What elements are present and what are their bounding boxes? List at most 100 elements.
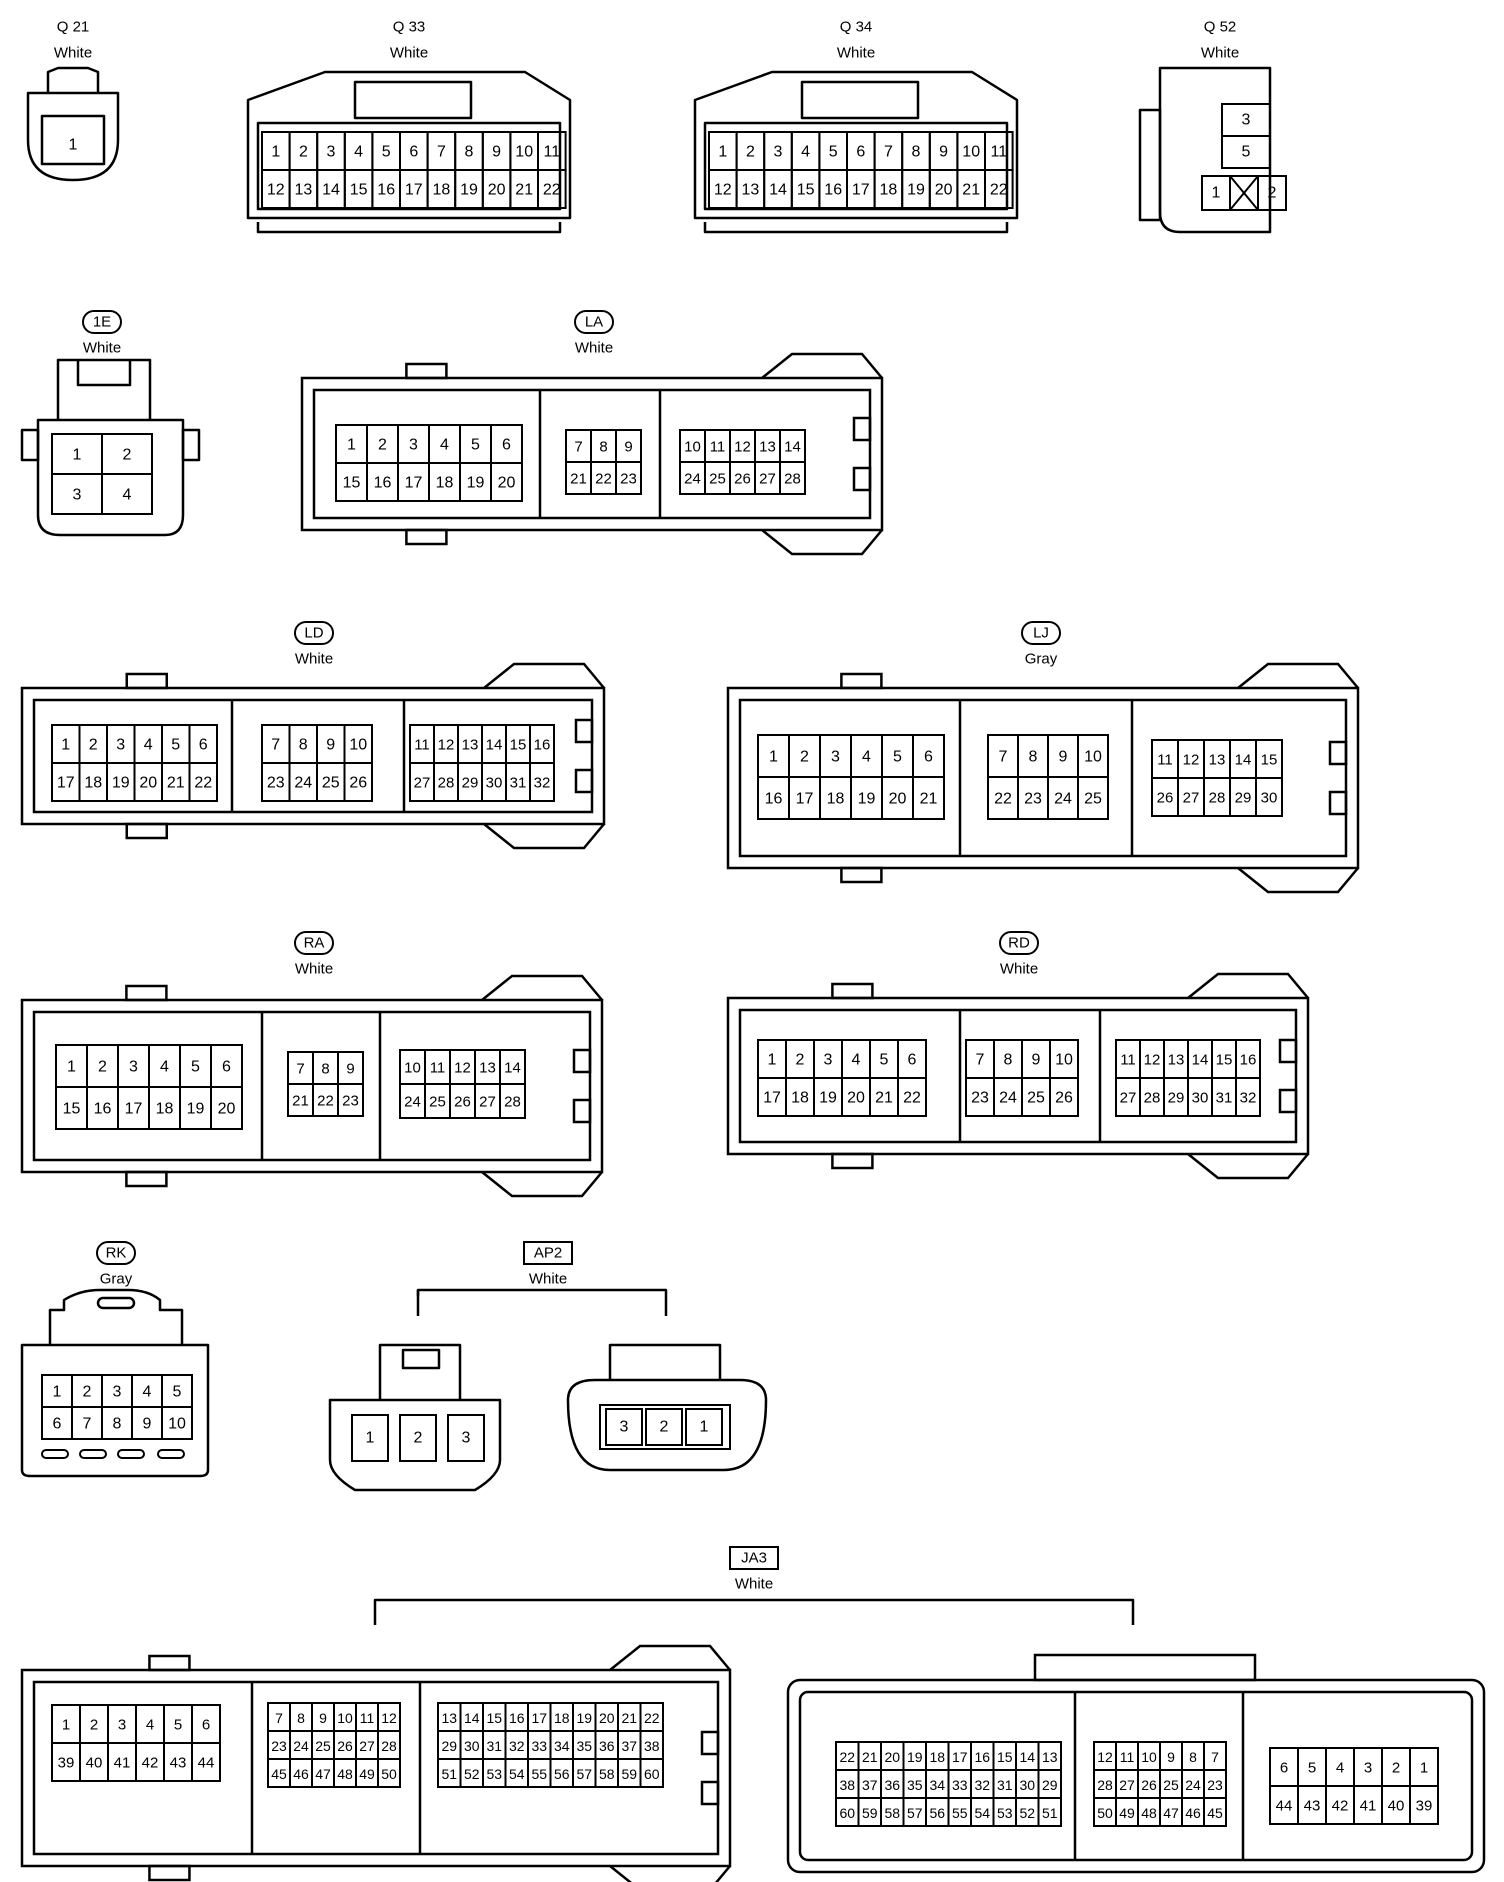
rk-housing — [20, 1288, 210, 1478]
pin-number: 15 — [1261, 752, 1278, 769]
pin-number: 1 — [347, 437, 356, 454]
pin-number: 6 — [199, 737, 208, 754]
pin-number: 23 — [271, 1738, 287, 1754]
pin-number: 47 — [315, 1766, 331, 1782]
pin-number: 59 — [862, 1805, 878, 1821]
pin-number: 8 — [297, 1710, 305, 1726]
pin-number: 30 — [1019, 1777, 1035, 1793]
pin-number: 28 — [504, 1094, 521, 1111]
lj-color-label: Gray — [1025, 651, 1058, 668]
pin-number: 5 — [471, 437, 480, 454]
pin-number: 20 — [599, 1710, 615, 1726]
pin-number: 32 — [1240, 1090, 1257, 1107]
q21-color-label: White — [54, 45, 92, 62]
pin-number: 54 — [509, 1766, 525, 1782]
pin-number: 24 — [1185, 1777, 1201, 1793]
pin-number: 29 — [1168, 1090, 1185, 1107]
pin-number: 25 — [709, 471, 726, 488]
pin-number: 10 — [515, 144, 533, 161]
ja3-code-label: JA3 — [741, 1550, 767, 1567]
pin-number: 19 — [460, 182, 478, 199]
pin-number: 34 — [554, 1738, 570, 1754]
pin-cell — [537, 169, 567, 209]
c1e-code-label: 1E — [93, 314, 111, 331]
pin-number: 3 — [1364, 1760, 1372, 1777]
pin-number: 44 — [198, 1755, 215, 1772]
pin-number: 1 — [1212, 185, 1221, 202]
pin-number: 2 — [299, 144, 308, 161]
pin-number: 13 — [759, 439, 776, 456]
lj-code-label: LJ — [1033, 625, 1049, 642]
pin-number: 1 — [67, 1059, 76, 1076]
pin-number: 5 — [1242, 144, 1251, 161]
pin-number: 12 — [381, 1710, 397, 1726]
pin-number: 7 — [83, 1416, 92, 1433]
pin-number: 27 — [479, 1094, 496, 1111]
pin-cell — [101, 473, 153, 515]
pin-number: 6 — [202, 1717, 210, 1734]
pin-number: 13 — [462, 737, 479, 754]
pin-number: 2 — [800, 749, 809, 766]
pin-number: 7 — [884, 144, 893, 161]
pin-number: 3 — [73, 487, 82, 504]
pin-number: 16 — [974, 1749, 990, 1765]
pin-number: 14 — [1019, 1749, 1035, 1765]
c1e-code-badge — [82, 310, 122, 334]
lj-housing — [726, 662, 1360, 894]
pin-number: 6 — [924, 749, 933, 766]
pin-number: 23 — [267, 775, 285, 792]
pin-number: 16 — [509, 1710, 525, 1726]
pin-number: 15 — [510, 737, 527, 754]
q34-code-label: Q 34 — [840, 19, 873, 36]
pin-cell — [337, 1083, 364, 1117]
pin-number: 1 — [69, 137, 78, 154]
pin-number: 5 — [191, 1059, 200, 1076]
pin-number: 28 — [438, 775, 455, 792]
pin-cell — [1077, 776, 1109, 820]
pin-number: 57 — [576, 1766, 592, 1782]
ra-color-label: White — [295, 961, 333, 978]
pin-number: 22 — [990, 182, 1008, 199]
pin-number: 14 — [322, 182, 340, 199]
pin-number: 1 — [61, 737, 70, 754]
pin-number: 9 — [624, 439, 632, 456]
pin-number: 3 — [462, 1430, 471, 1447]
pin-number: 20 — [884, 1749, 900, 1765]
la-color-label: White — [575, 340, 613, 357]
pin-number: 7 — [999, 749, 1008, 766]
pin-number: 26 — [349, 775, 367, 792]
pin-number: 38 — [644, 1738, 660, 1754]
pin-number: 4 — [801, 144, 810, 161]
c1e-housing — [20, 358, 201, 537]
pin-number: 10 — [1055, 1052, 1073, 1069]
pin-number: 43 — [1304, 1798, 1321, 1815]
pin-number: 4 — [146, 1717, 154, 1734]
pin-number: 54 — [974, 1805, 990, 1821]
pin-number: 12 — [438, 737, 455, 754]
pin-number: 8 — [1004, 1052, 1013, 1069]
pin-number: 35 — [576, 1738, 592, 1754]
pin-number: 2 — [378, 437, 387, 454]
pin-number: 6 — [53, 1416, 62, 1433]
pin-number: 11 — [360, 1710, 375, 1726]
pin-number: 4 — [862, 749, 871, 766]
pin-number: 36 — [884, 1777, 900, 1793]
pin-number: 8 — [299, 737, 308, 754]
pin-number: 10 — [684, 439, 701, 456]
pin-number: 24 — [1054, 791, 1072, 808]
pin-number: 5 — [880, 1052, 889, 1069]
pin-number: 30 — [1261, 790, 1278, 807]
pin-number: 17 — [405, 182, 423, 199]
pin-number: 12 — [1144, 1052, 1161, 1069]
